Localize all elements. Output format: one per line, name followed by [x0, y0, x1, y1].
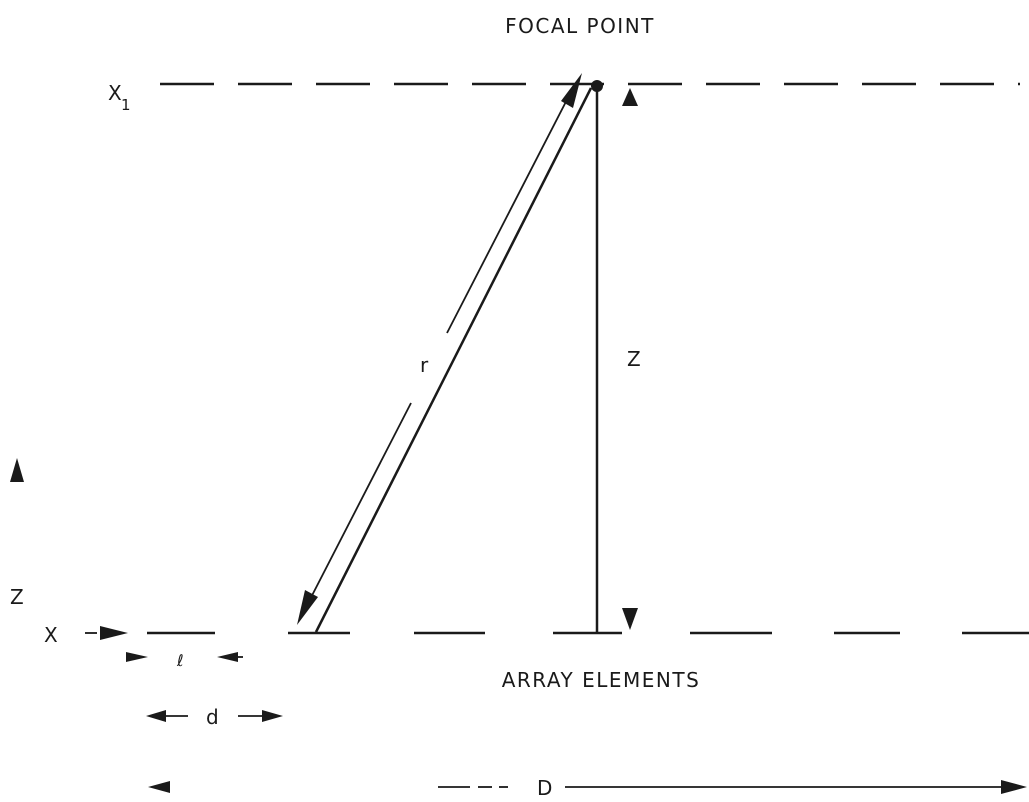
- x-axis-label: X: [44, 623, 58, 647]
- x1-subscript: 1: [121, 96, 131, 114]
- r-dimension-lower: [302, 402, 412, 614]
- ell-label: ℓ: [176, 651, 184, 670]
- z-top-arrowhead-icon: [622, 88, 638, 106]
- r-dimension-upper: [446, 87, 574, 334]
- focal-point-label: FOCAL POINT: [505, 14, 655, 38]
- D-right-arrowhead-icon: [1001, 780, 1027, 794]
- d-left-arrowhead-icon: [146, 710, 166, 722]
- z-distance-label: Z: [627, 347, 641, 371]
- ell-left-arrowhead-icon: [126, 652, 148, 662]
- d-label: d: [206, 705, 219, 729]
- ell-right-arrowhead-icon: [217, 652, 238, 662]
- x-axis-arrowhead-icon: [100, 626, 128, 640]
- array-elements-label: ARRAY ELEMENTS: [502, 668, 701, 692]
- r-bottom-arrowhead-icon: [297, 590, 318, 625]
- z-axis-arrowhead-icon: [10, 458, 24, 482]
- r-top-arrowhead-icon: [561, 73, 582, 108]
- r-label: r: [420, 353, 429, 377]
- D-left-arrowhead-icon: [148, 781, 170, 793]
- z-axis-label: Z: [10, 585, 24, 609]
- ray-line: [314, 87, 593, 633]
- z-bottom-arrowhead-icon: [622, 608, 638, 630]
- x1-label: X: [108, 81, 122, 105]
- d-right-arrowhead-icon: [262, 710, 283, 722]
- D-label: D: [537, 776, 552, 800]
